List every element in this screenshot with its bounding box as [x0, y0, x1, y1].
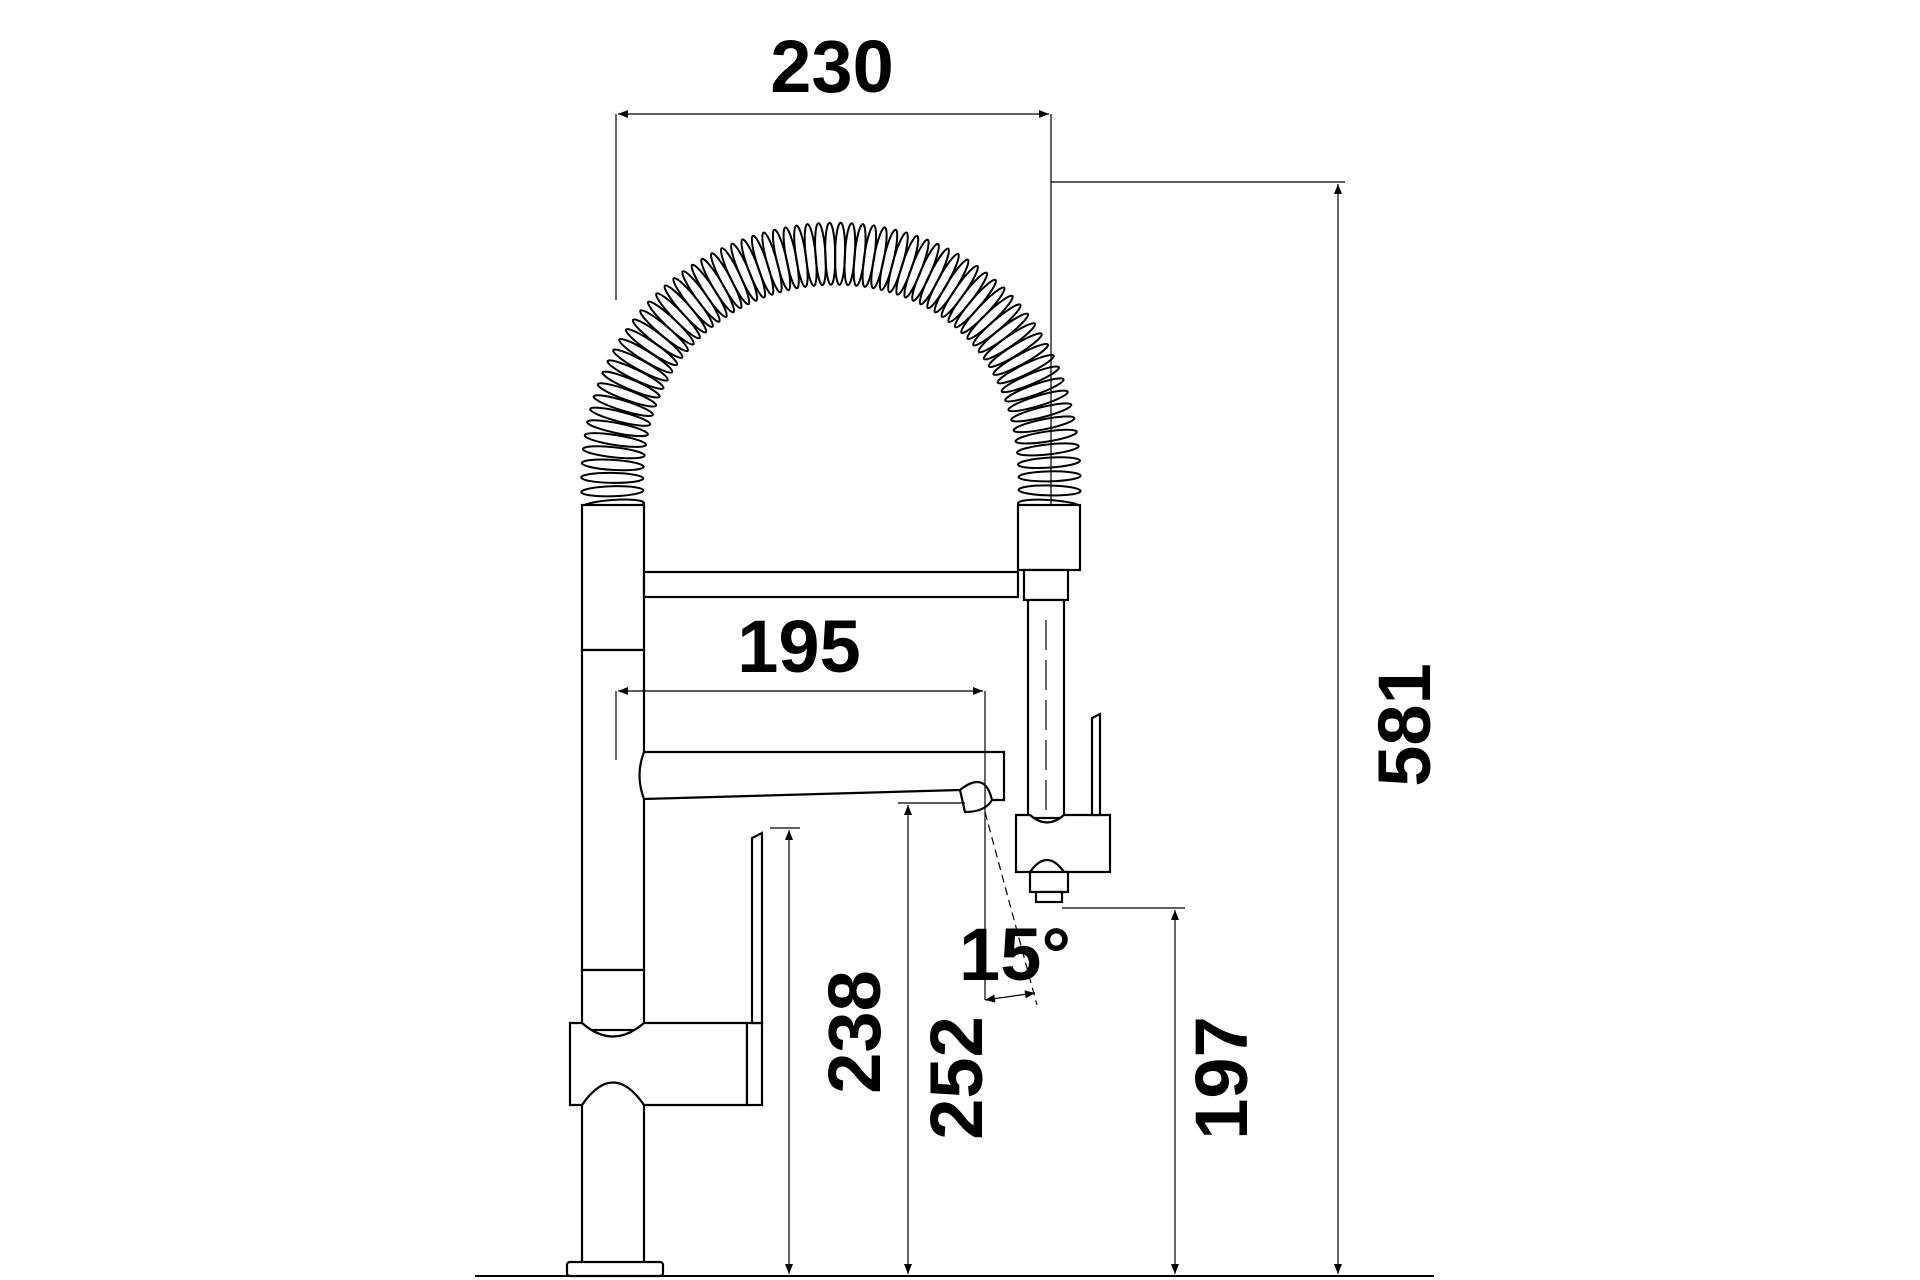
spring-coil: [581, 445, 646, 460]
spring-coil: [1010, 402, 1073, 423]
spring-coil: [918, 247, 950, 306]
spring-hose: [580, 221, 1082, 512]
spring-coil: [870, 226, 888, 290]
spout-height-label: 252: [915, 1016, 998, 1139]
spring-coil: [1000, 365, 1060, 394]
reach-dimension-label: 195: [737, 605, 860, 688]
spring-coil: [1017, 470, 1082, 483]
spring-coil: [861, 224, 878, 288]
support-bar: [642, 570, 1020, 599]
spring-coil: [982, 322, 1037, 361]
spring-coil: [1017, 456, 1081, 470]
mixer-lever: [750, 831, 764, 1025]
spring-coil: [926, 252, 960, 310]
spring-coil: [987, 332, 1043, 368]
spring-coil: [592, 394, 654, 417]
spray-height-label: 197: [1180, 1016, 1263, 1139]
spring-coil: [580, 485, 645, 498]
spring-coil: [596, 382, 658, 408]
spring-coil: [583, 432, 648, 448]
height-dimension-label: 581: [1363, 663, 1446, 786]
spring-coil: [1014, 428, 1078, 445]
spout-aerator: [958, 780, 994, 814]
angle-arc: [984, 990, 1036, 1003]
spring-coil: [1004, 377, 1065, 403]
spray-holder: [1016, 503, 1082, 820]
spring-coil: [580, 458, 645, 472]
spring-coil: [782, 226, 800, 290]
spring-coil: [992, 342, 1049, 376]
spring-coil: [1012, 415, 1076, 434]
spray-trigger: [1090, 712, 1102, 817]
spring-coil: [606, 359, 665, 390]
spring-coil: [624, 328, 679, 367]
handle-height-label: 238: [813, 970, 896, 1093]
mixer-body: [568, 831, 764, 1107]
width-dimension-label: 230: [770, 25, 893, 108]
spring-coil: [618, 338, 674, 374]
spring-coil: [700, 257, 736, 314]
spring-coil: [996, 353, 1055, 385]
spring-coil: [793, 224, 809, 288]
spring-coil: [1007, 389, 1069, 413]
angle-line: [984, 811, 1038, 1006]
spring-coil: [1017, 484, 1082, 497]
spring-coil: [719, 247, 751, 306]
spray-head: [1014, 712, 1112, 904]
spring-coil: [1016, 442, 1080, 457]
spring-coil: [710, 252, 743, 310]
spring-coil: [586, 419, 649, 438]
spring-coil: [589, 406, 652, 427]
spring-coil: [730, 242, 759, 302]
spring-coil: [612, 348, 669, 382]
spout: [638, 750, 1006, 802]
spring-coil: [580, 471, 645, 484]
spring-coil: [911, 242, 940, 302]
angle-label: 15°: [959, 913, 1071, 996]
faucet-column: [565, 503, 665, 1278]
